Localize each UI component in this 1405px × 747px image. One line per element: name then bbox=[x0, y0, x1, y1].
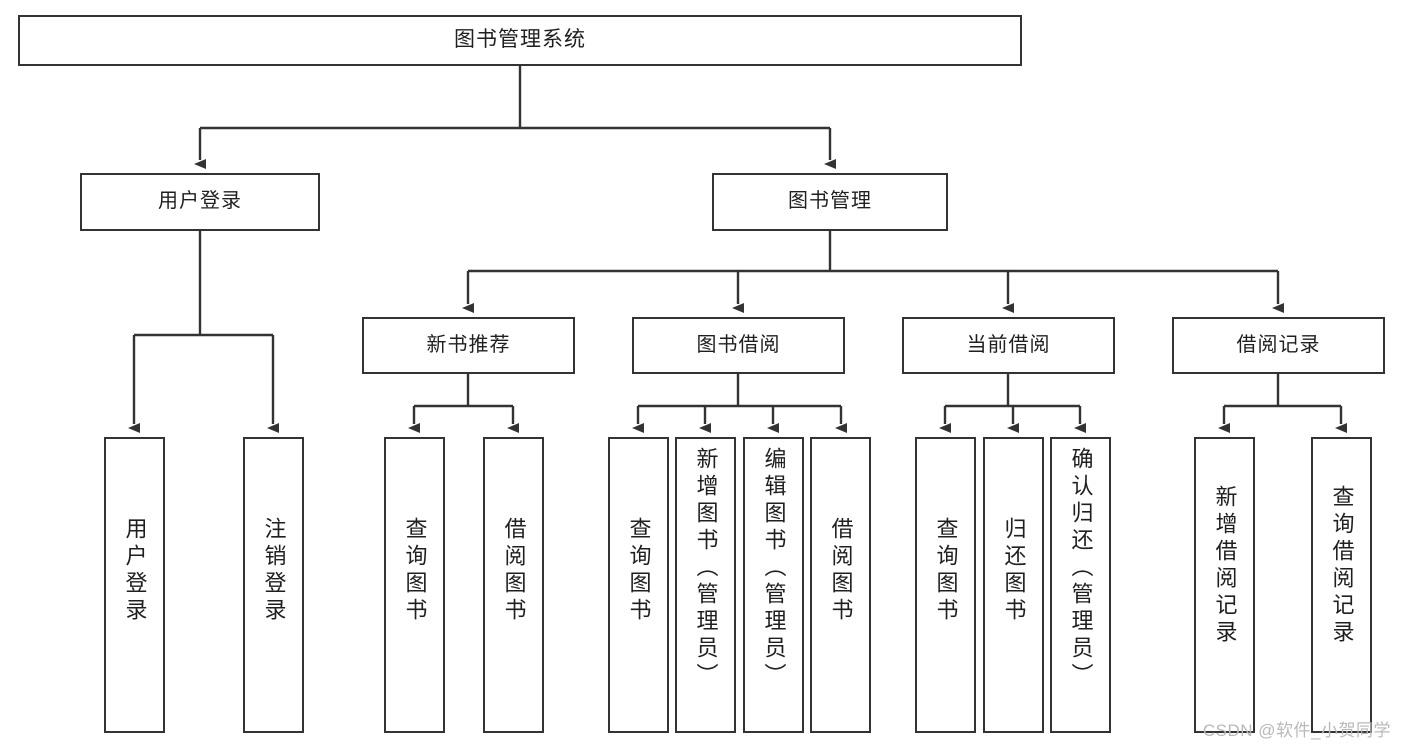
node-label: 图书管理 bbox=[788, 190, 872, 213]
leaf-edit-book-admin[interactable]: 编辑图书（管理员） bbox=[743, 437, 804, 733]
leaf-add-book-admin[interactable]: 新增图书（管理员） bbox=[675, 437, 736, 733]
node-label: 当前借阅 bbox=[966, 333, 1051, 356]
leaf-return-book[interactable]: 归还图书 bbox=[983, 437, 1044, 733]
node-label: 查询图书 bbox=[626, 517, 652, 625]
node-label: 借阅图书 bbox=[828, 517, 854, 625]
node-book-borrow[interactable]: 图书借阅 bbox=[632, 317, 845, 374]
node-label: 编辑图书（管理员） bbox=[761, 447, 787, 690]
node-label: 查询图书 bbox=[402, 517, 428, 625]
leaf-query-book-current[interactable]: 查询图书 bbox=[915, 437, 976, 733]
node-label: 用户登录 bbox=[122, 517, 148, 625]
node-label: 查询借阅记录 bbox=[1329, 485, 1355, 647]
node-label: 确认归还（管理员） bbox=[1068, 447, 1094, 690]
node-label: 图书管理系统 bbox=[454, 28, 586, 52]
leaf-query-book-recommend[interactable]: 查询图书 bbox=[384, 437, 445, 733]
leaf-borrow-book-recommend[interactable]: 借阅图书 bbox=[483, 437, 544, 733]
node-label: 借阅记录 bbox=[1236, 333, 1321, 356]
leaf-query-book-borrow[interactable]: 查询图书 bbox=[608, 437, 669, 733]
leaf-query-borrow-record[interactable]: 查询借阅记录 bbox=[1311, 437, 1372, 733]
leaf-add-borrow-record[interactable]: 新增借阅记录 bbox=[1194, 437, 1255, 733]
node-user-login[interactable]: 用户登录 bbox=[80, 173, 320, 231]
node-label: 归还图书 bbox=[1001, 517, 1027, 625]
node-label: 新增借阅记录 bbox=[1212, 485, 1238, 647]
node-label: 图书借阅 bbox=[696, 333, 781, 356]
leaf-borrow-book[interactable]: 借阅图书 bbox=[810, 437, 871, 733]
node-new-book-recommend[interactable]: 新书推荐 bbox=[362, 317, 575, 374]
node-book-management[interactable]: 图书管理 bbox=[712, 173, 948, 231]
leaf-confirm-return-admin[interactable]: 确认归还（管理员） bbox=[1050, 437, 1111, 733]
leaf-user-login[interactable]: 用户登录 bbox=[104, 437, 165, 733]
node-current-borrow[interactable]: 当前借阅 bbox=[902, 317, 1115, 374]
node-label: 借阅图书 bbox=[501, 517, 527, 625]
node-label: 新增图书（管理员） bbox=[693, 447, 719, 690]
node-root-system[interactable]: 图书管理系统 bbox=[18, 15, 1022, 66]
csdn-watermark: CSDN @软件_小贺同学 bbox=[1202, 721, 1391, 740]
node-label: 用户登录 bbox=[158, 190, 242, 213]
node-label: 查询图书 bbox=[933, 517, 959, 625]
node-label: 注销登录 bbox=[261, 517, 287, 625]
node-label: 新书推荐 bbox=[426, 333, 511, 356]
leaf-logout[interactable]: 注销登录 bbox=[243, 437, 304, 733]
node-borrow-record[interactable]: 借阅记录 bbox=[1172, 317, 1385, 374]
